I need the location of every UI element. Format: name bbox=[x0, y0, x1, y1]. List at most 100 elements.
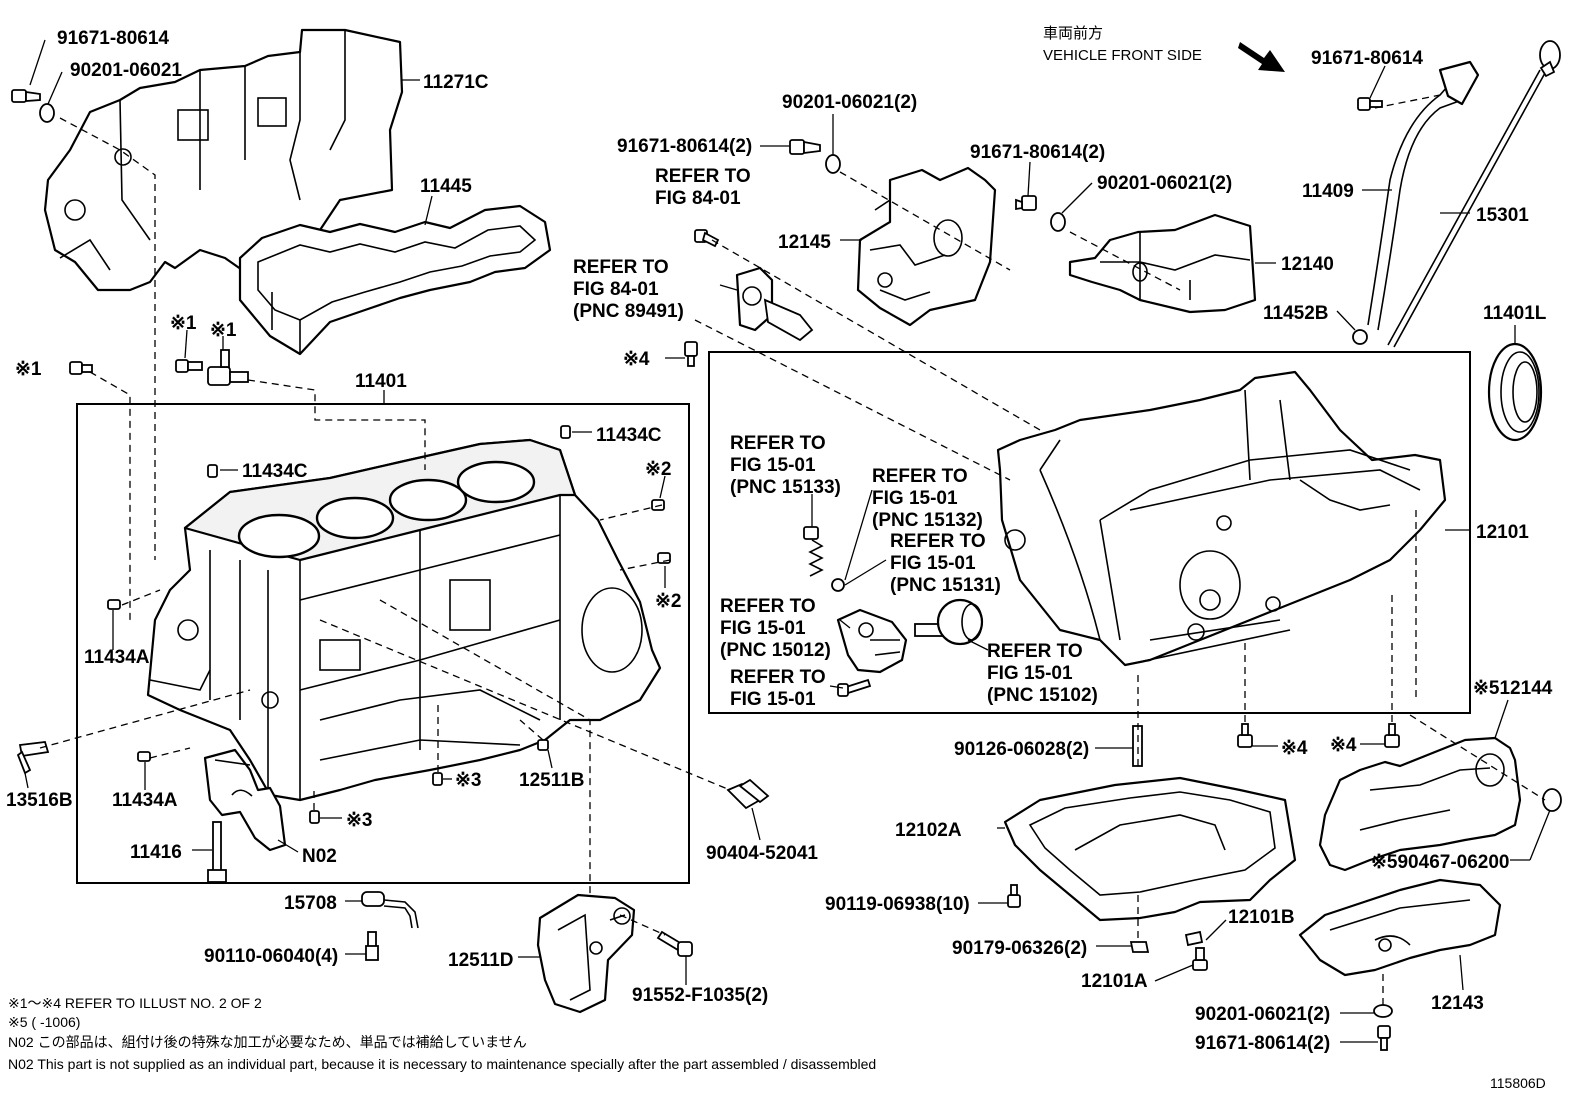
dipstick-guide-11409[interactable] bbox=[1367, 60, 1480, 331]
label-x4-c[interactable]: ※4 bbox=[1330, 735, 1357, 756]
pipe-15708[interactable] bbox=[361, 891, 419, 929]
label-12101b[interactable]: 12101B bbox=[1228, 907, 1295, 928]
label-90126-06028[interactable]: 90126-06028(2) bbox=[954, 739, 1089, 760]
label-91671-80614-2c[interactable]: 91671-80614(2) bbox=[1195, 1033, 1330, 1054]
label-n02[interactable]: N02 bbox=[302, 846, 337, 867]
label-11434a-b[interactable]: 11434A bbox=[112, 790, 178, 811]
bolt-x4-b[interactable] bbox=[1237, 723, 1253, 748]
oil-control-valve-89491[interactable] bbox=[735, 266, 814, 342]
plate-12143[interactable] bbox=[1298, 878, 1502, 977]
label-11416[interactable]: 11416 bbox=[130, 842, 182, 863]
pin-x3-b[interactable] bbox=[309, 810, 320, 824]
spring-refer-15133[interactable] bbox=[803, 526, 824, 577]
label-x5-12144[interactable]: ※512144 bbox=[1473, 678, 1553, 699]
gasket-90179-06326[interactable] bbox=[1129, 941, 1150, 953]
bracket-11271c[interactable] bbox=[43, 28, 404, 292]
label-x1-c[interactable]: ※1 bbox=[15, 359, 42, 380]
bracket-12511d[interactable] bbox=[536, 893, 636, 1014]
label-90201-06021-2c[interactable]: 90201-06021(2) bbox=[1195, 1004, 1330, 1025]
oil-filter-bracket-15012[interactable] bbox=[836, 608, 908, 674]
o-ring-11452b[interactable] bbox=[1352, 329, 1368, 345]
bolt-90119-06938[interactable] bbox=[1007, 884, 1021, 908]
label-90201-06021-tl[interactable]: 90201-06021 bbox=[70, 60, 182, 81]
label-x2-a[interactable]: ※2 bbox=[645, 459, 672, 480]
label-x4-b[interactable]: ※4 bbox=[1281, 738, 1308, 759]
label-12102a[interactable]: 12102A bbox=[895, 820, 962, 841]
pin-12511b[interactable] bbox=[537, 739, 549, 751]
bolt-refer-fig15[interactable] bbox=[837, 678, 872, 697]
washer-90201-06021-2b[interactable] bbox=[1050, 212, 1066, 232]
pin-x3-a[interactable] bbox=[432, 772, 443, 786]
plug-x1-b[interactable] bbox=[69, 361, 93, 375]
label-12101[interactable]: 12101 bbox=[1476, 522, 1529, 543]
bolt-11416[interactable] bbox=[207, 821, 227, 883]
label-90110-06040[interactable]: 90110-06040(4) bbox=[204, 946, 338, 967]
label-90201-06021-2a[interactable]: 90201-06021(2) bbox=[782, 92, 917, 113]
label-90201-06021-2b[interactable]: 90201-06021(2) bbox=[1097, 173, 1232, 194]
plug-12101a[interactable] bbox=[1192, 947, 1208, 971]
bolt-91671-80614-2c[interactable] bbox=[1377, 1025, 1391, 1051]
label-x3-b[interactable]: ※3 bbox=[346, 810, 373, 831]
label-15708[interactable]: 15708 bbox=[284, 893, 337, 914]
bracket-12144[interactable] bbox=[1318, 736, 1522, 872]
check-valve-15102[interactable] bbox=[914, 598, 984, 646]
bolt-91552-f1035[interactable] bbox=[656, 930, 693, 957]
label-11409[interactable]: 11409 bbox=[1302, 181, 1354, 202]
washer-90201-06021-topleft[interactable] bbox=[39, 103, 55, 123]
sensor-90404-52041[interactable] bbox=[726, 778, 770, 810]
gasket-11445[interactable] bbox=[238, 204, 552, 356]
sensor-x1[interactable] bbox=[207, 349, 249, 386]
pin-11434c-a[interactable] bbox=[207, 464, 218, 478]
pin-11434a-a[interactable] bbox=[107, 599, 121, 610]
pin-11434a-b[interactable] bbox=[137, 751, 151, 762]
washer-90201-06021-2c[interactable] bbox=[1373, 1004, 1393, 1018]
oil-level-gauge-15301[interactable] bbox=[1387, 40, 1561, 348]
bolt-91671-80614-topleft[interactable] bbox=[11, 89, 41, 103]
label-11434c-b[interactable]: 11434C bbox=[596, 425, 662, 446]
label-91671-80614-tl[interactable]: 91671-80614 bbox=[57, 28, 169, 49]
label-11271c[interactable]: 11271C bbox=[423, 72, 489, 93]
oil-pan-upper-12101[interactable] bbox=[996, 370, 1447, 667]
label-590467-06200[interactable]: ※590467-06200 bbox=[1371, 852, 1509, 873]
bolt-90110-06040[interactable] bbox=[365, 931, 379, 961]
label-x1-a[interactable]: ※1 bbox=[170, 313, 197, 334]
bolt-x4-a[interactable] bbox=[684, 341, 698, 367]
cylinder-block-11401[interactable] bbox=[146, 438, 662, 802]
bolt-91671-80614-topright[interactable] bbox=[1357, 97, 1383, 111]
label-x1-b[interactable]: ※1 bbox=[210, 320, 237, 341]
bolt-x4-c[interactable] bbox=[1384, 723, 1400, 748]
bolt-91671-80614-2a[interactable] bbox=[789, 139, 821, 155]
bolt-590467-06200[interactable] bbox=[1542, 788, 1562, 812]
label-12145[interactable]: 12145 bbox=[778, 232, 831, 253]
label-91671-80614-2b[interactable]: 91671-80614(2) bbox=[970, 142, 1105, 163]
bolt-91671-80614-2b[interactable] bbox=[1015, 195, 1037, 211]
label-13516b[interactable]: 13516B bbox=[6, 790, 73, 811]
bracket-12140[interactable] bbox=[1068, 213, 1257, 314]
label-90119-06938[interactable]: 90119-06938(10) bbox=[825, 894, 970, 915]
washer-90201-06021-2a[interactable] bbox=[825, 154, 841, 174]
label-91671-80614-2a[interactable]: 91671-80614(2) bbox=[617, 136, 752, 157]
label-12101a[interactable]: 12101A bbox=[1081, 971, 1148, 992]
oil-pan-lower-12102a[interactable] bbox=[1003, 776, 1297, 922]
label-11434a-a[interactable]: 11434A bbox=[84, 647, 150, 668]
label-x2-b[interactable]: ※2 bbox=[655, 591, 682, 612]
bearing-cap-n02[interactable] bbox=[203, 748, 287, 852]
bolt-x1-a[interactable] bbox=[175, 359, 203, 373]
plug-12101b[interactable] bbox=[1184, 930, 1204, 947]
ball-refer-15131[interactable] bbox=[831, 578, 845, 592]
label-12140[interactable]: 12140 bbox=[1281, 254, 1334, 275]
label-11434c-a[interactable]: 11434C bbox=[242, 461, 308, 482]
label-91552-f1035[interactable]: 91552-F1035(2) bbox=[632, 985, 768, 1006]
label-11401[interactable]: 11401 bbox=[355, 371, 407, 392]
label-11445[interactable]: 11445 bbox=[420, 176, 472, 197]
label-12511b[interactable]: 12511B bbox=[519, 770, 585, 791]
label-12511d[interactable]: 12511D bbox=[448, 950, 514, 971]
cover-12145[interactable] bbox=[856, 166, 997, 327]
oil-seal-11401l[interactable] bbox=[1487, 342, 1543, 442]
label-x4-a[interactable]: ※4 bbox=[623, 349, 650, 370]
bolt-refer-fig84[interactable] bbox=[694, 229, 720, 248]
pin-x2-a[interactable] bbox=[651, 499, 665, 511]
label-11452b[interactable]: 11452B bbox=[1263, 303, 1329, 324]
label-15301[interactable]: 15301 bbox=[1476, 205, 1529, 226]
label-91671-80614-tr[interactable]: 91671-80614 bbox=[1311, 48, 1423, 69]
